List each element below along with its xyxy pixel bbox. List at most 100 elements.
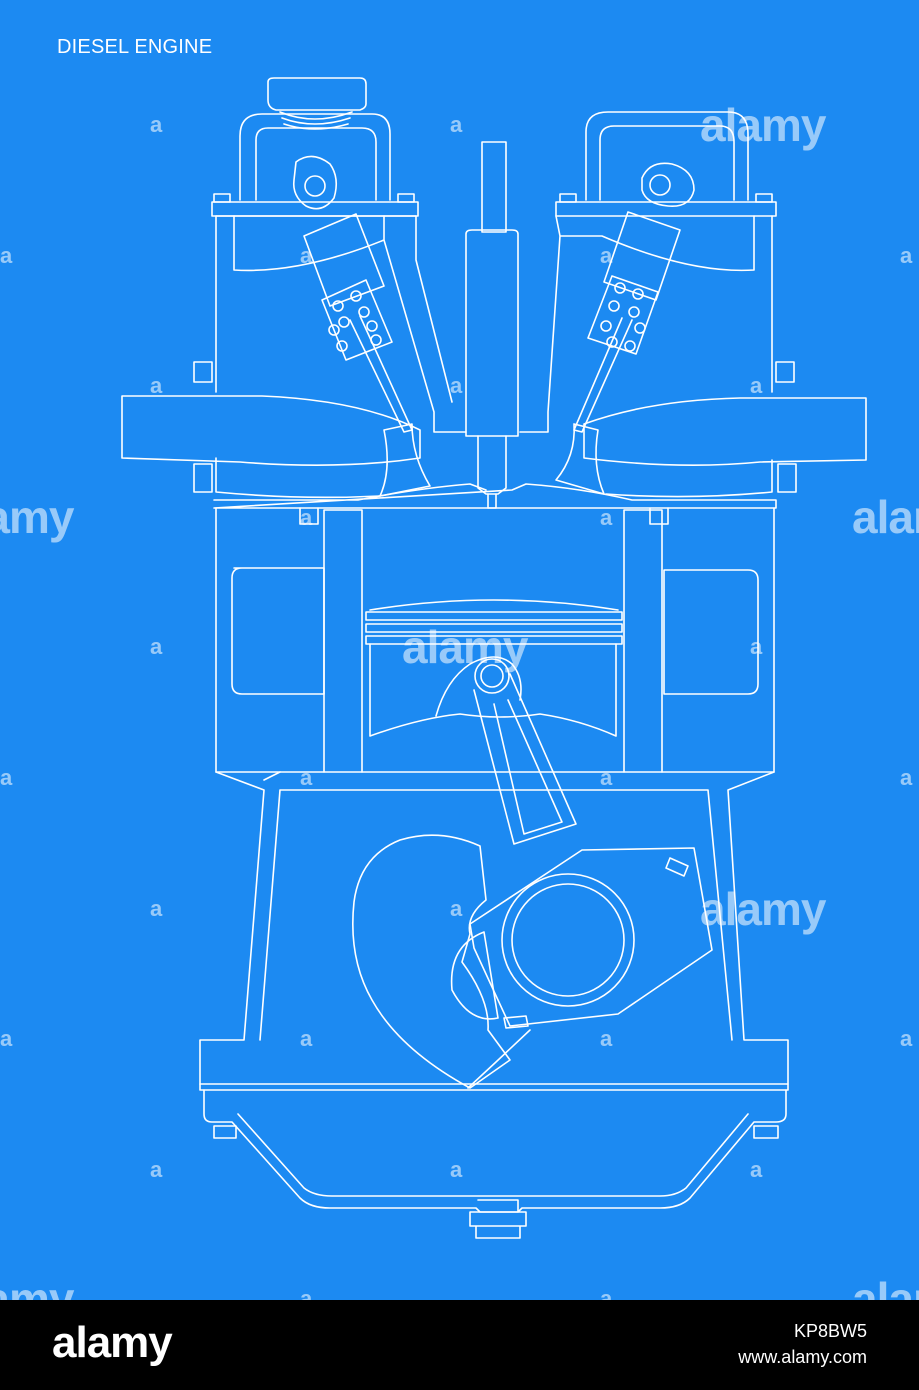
watermark-mark: a: [0, 765, 13, 790]
right-bolt-b: [755, 193, 773, 203]
watermark-mark: a: [150, 373, 163, 398]
watermark-mark: a: [300, 1286, 313, 1300]
footer-image-id: KP8BW5: [793, 1321, 867, 1341]
left-flange-bolts: [193, 361, 213, 493]
right-liner-flange: [649, 507, 669, 525]
sump-outline: [203, 1089, 787, 1213]
watermark-word: alamy: [852, 491, 919, 543]
watermark-mark: a: [600, 1026, 613, 1051]
left-cam-shaft: [304, 175, 326, 197]
big-end-bolts: [503, 857, 689, 1029]
watermark-mark: a: [600, 1286, 613, 1300]
right-exhaust-port: [583, 397, 867, 466]
right-flange-bolts: [775, 361, 797, 493]
footer-url: www.alamy.com: [738, 1347, 867, 1367]
right-cylinder-wall: [623, 509, 663, 773]
watermark-mark: a: [450, 1157, 463, 1182]
connecting-rod: [469, 658, 713, 1029]
rod-beam: [473, 673, 577, 845]
watermark-word: alamy: [402, 621, 528, 673]
piston-pin-boss: [435, 656, 522, 717]
crankcase-rail: [199, 1083, 789, 1091]
crank-pin-inner: [511, 883, 625, 997]
piston-skirt: [369, 643, 617, 737]
watermark-mark: a: [450, 896, 463, 921]
watermark-mark: a: [900, 1026, 913, 1051]
watermark-mark: a: [450, 373, 463, 398]
blueprint-canvas: DIESEL ENGINE a a alamy a a a a a a a al…: [0, 0, 919, 1300]
watermark-mark: a: [750, 373, 763, 398]
watermark-mark: a: [450, 112, 463, 137]
intake-valve-spring: [321, 279, 393, 361]
head-gasket: [213, 483, 777, 509]
big-end-cap: [469, 847, 713, 1027]
rod-beam-inner: [493, 699, 563, 835]
left-head-flange: [211, 201, 419, 217]
right-head-flange: [555, 201, 777, 217]
right-cam-cover-inner: [599, 125, 735, 201]
watermark-mark: a: [600, 243, 613, 268]
engine-cross-section: [121, 77, 867, 1239]
right-cam-housing: [555, 111, 777, 217]
exhaust-valve-stem: [573, 317, 633, 433]
watermark-mark: a: [900, 243, 913, 268]
left-bolt-b: [397, 193, 415, 203]
crank-pin-outer: [501, 873, 635, 1007]
right-cam-cover: [585, 111, 749, 201]
block-outer: [215, 507, 775, 773]
right-bolt-a: [559, 193, 577, 203]
wrist-pin-outer: [474, 658, 510, 694]
left-cam-lobe: [292, 155, 338, 210]
left-intake-port: [121, 395, 421, 466]
left-port-inner: [215, 457, 381, 499]
watermark-mark: a: [150, 1157, 163, 1182]
left-head-outline: [215, 215, 453, 403]
watermark-mark: a: [750, 1157, 763, 1182]
wrist-pin-inner: [480, 664, 504, 688]
left-head-block: [215, 215, 467, 433]
watermark-mark: a: [150, 634, 163, 659]
left-cam-cover: [239, 113, 391, 201]
watermark-word: alamy: [0, 1273, 74, 1300]
left-cap-top: [267, 77, 367, 111]
watermark-mark: a: [600, 505, 613, 530]
crank-journal-lines: [467, 1029, 531, 1089]
sump-inner: [237, 1113, 749, 1197]
intake-valve-guide: [303, 213, 385, 307]
crankcase-outer: [199, 771, 789, 1085]
exhaust-valve: [555, 211, 681, 495]
right-head-block: [519, 215, 773, 433]
piston-ring-2: [365, 623, 623, 633]
watermark-mark: a: [0, 243, 13, 268]
drain-plug: [469, 1199, 527, 1239]
footer-logo: alamy: [52, 1318, 173, 1367]
watermark-mark: a: [750, 634, 763, 659]
sump-right-bolt: [753, 1125, 779, 1139]
watermark-mark: a: [150, 896, 163, 921]
left-liner-flange: [299, 507, 319, 525]
piston-crown: [369, 599, 619, 611]
left-cam-housing: [211, 77, 419, 217]
watermark-word: alamy: [700, 99, 826, 151]
left-cylinder-wall: [323, 509, 363, 773]
watermark-mark: a: [900, 765, 913, 790]
watermark-mark: a: [300, 1026, 313, 1051]
crank-counterweight: [352, 834, 511, 1089]
piston-ring-1: [365, 611, 623, 621]
left-cam-cover-inner: [255, 127, 377, 201]
crankcase: [199, 771, 789, 1091]
footer-bar: alamy KP8BW5 www.alamy.com: [0, 1300, 919, 1390]
sump-left-bolt: [213, 1125, 237, 1139]
fuel-injector: [465, 141, 519, 509]
intake-valve-stem: [349, 315, 413, 433]
cylinder-block: [215, 507, 775, 773]
oil-sump: [203, 1089, 787, 1239]
piston-ring-3: [365, 635, 623, 645]
watermark-word: alamy: [0, 491, 74, 543]
piston: [365, 599, 623, 737]
exhaust-valve-spring: [587, 275, 659, 355]
exhaust-valve-head: [555, 423, 605, 495]
right-cam-shaft: [649, 174, 671, 196]
watermark-mark: a: [150, 112, 163, 137]
right-port-inner: [605, 459, 773, 498]
